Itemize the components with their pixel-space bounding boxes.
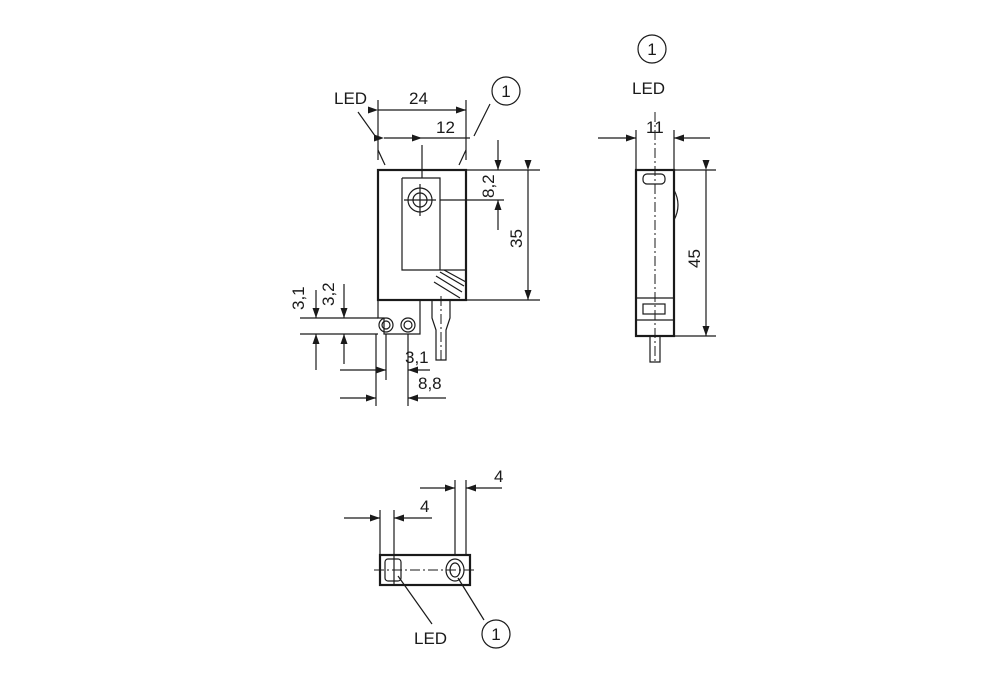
front-pin-offset-a-label: 3,1 [289, 286, 308, 310]
side-view: 1 LED 11 45 [598, 34, 716, 364]
front-led-label: LED [334, 89, 367, 108]
front-pin-span-label: 8,8 [418, 374, 442, 393]
front-pin-2 [400, 317, 416, 333]
bottom-marker-callout: 1 [481, 619, 511, 649]
side-connector [642, 303, 666, 315]
front-window [401, 177, 466, 271]
front-view: LED 24 12 1 8,2 35 3,1 3,2 3,1 8,8 [289, 76, 540, 406]
side-cable [649, 336, 661, 363]
front-connector [377, 300, 421, 335]
front-pin-pitch-label: 3,1 [405, 348, 429, 367]
front-hatching [433, 269, 467, 299]
svg-text:1: 1 [491, 625, 500, 644]
bottom-hole-offset-label: 4 [494, 467, 503, 486]
side-height-label: 45 [685, 249, 704, 268]
side-width-label: 11 [646, 118, 664, 137]
front-hole-offset-label: 8,2 [479, 174, 498, 198]
front-marker-callout: 1 [491, 76, 521, 106]
bottom-view: 4 4 LED 1 [344, 467, 511, 649]
front-body [376, 168, 468, 302]
front-width-label: 24 [409, 89, 428, 108]
front-offset-label: 12 [436, 118, 455, 137]
svg-text:1: 1 [647, 40, 656, 59]
front-pin-1 [378, 317, 394, 333]
side-led-label: LED [632, 79, 665, 98]
bottom-led-offset-label: 4 [420, 497, 429, 516]
side-led-window [642, 173, 666, 185]
svg-text:1: 1 [501, 82, 510, 101]
front-height-label: 35 [507, 229, 526, 248]
bottom-led-label: LED [414, 629, 447, 648]
side-marker-callout: 1 [637, 34, 667, 64]
front-pin-offset-b-label: 3,2 [319, 282, 338, 306]
